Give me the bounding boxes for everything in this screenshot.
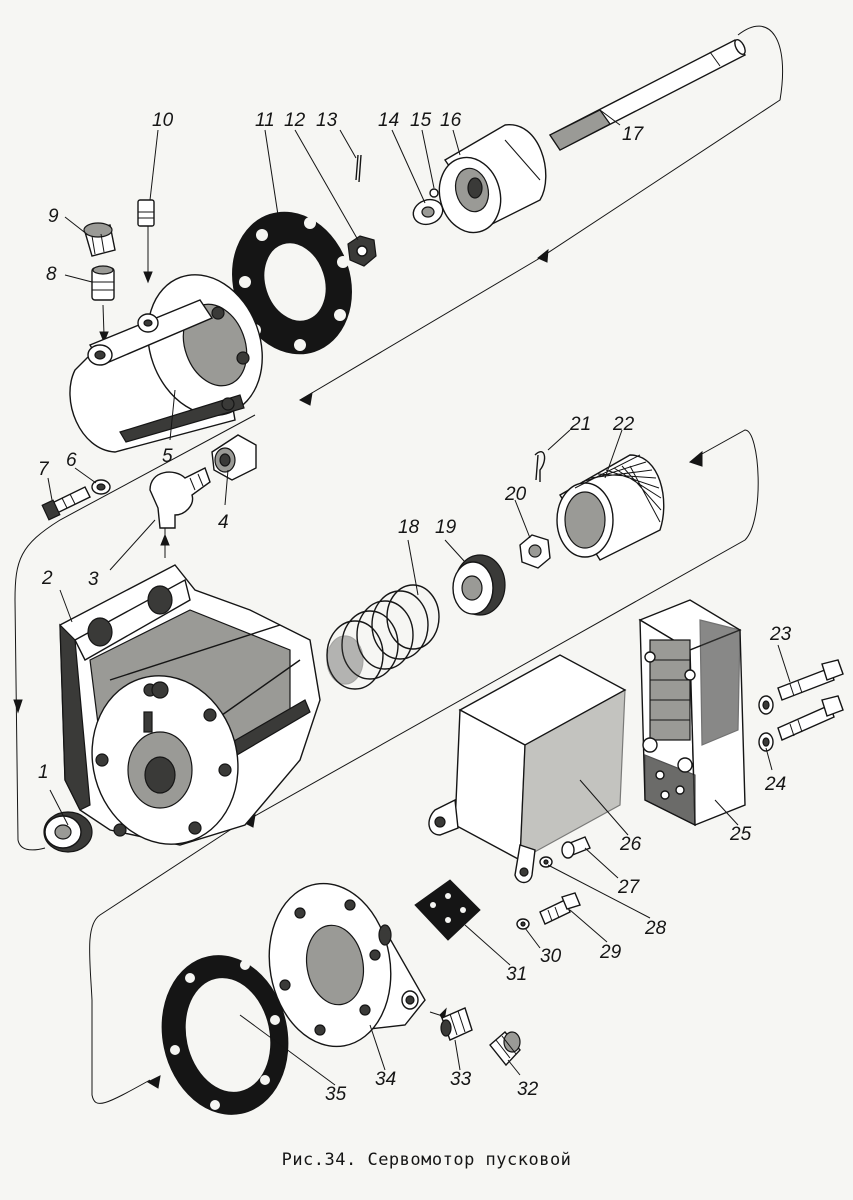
label-21: 21 xyxy=(569,414,591,435)
part-6-washer xyxy=(91,479,111,495)
label-13: 13 xyxy=(316,110,338,131)
part-2-housing xyxy=(59,564,321,846)
part-8-fitting xyxy=(91,265,115,301)
label-27: 27 xyxy=(617,877,641,898)
label-6: 6 xyxy=(66,450,77,471)
part-20-nut xyxy=(519,534,551,569)
part-16-piston xyxy=(438,124,547,234)
label-34: 34 xyxy=(375,1069,396,1090)
part-10-plug xyxy=(137,199,155,227)
part-25-electromagnet xyxy=(638,599,746,827)
label-16: 16 xyxy=(440,110,462,131)
label-28: 28 xyxy=(644,918,667,939)
part-19-spring-seat xyxy=(452,554,506,616)
label-19: 19 xyxy=(435,517,457,538)
part-35-gasket xyxy=(161,955,289,1115)
label-32: 32 xyxy=(517,1079,539,1100)
exploded-assembly-drawing: 1 2 3 4 5 6 7 8 9 10 11 12 13 14 15 16 1… xyxy=(13,25,844,1115)
part-5-cylinder xyxy=(69,274,263,453)
figure-caption: Рис.34. Сервомотор пусковой xyxy=(281,1150,572,1170)
part-24-washers xyxy=(758,695,774,752)
label-30: 30 xyxy=(540,946,562,967)
part-4-union-nut xyxy=(211,434,257,481)
label-9: 9 xyxy=(48,206,59,227)
part-7-bolt xyxy=(41,486,91,521)
part-13-cotter-pin xyxy=(355,154,362,183)
label-11: 11 xyxy=(255,110,275,131)
label-31: 31 xyxy=(506,964,527,985)
part-1-bearing xyxy=(43,811,93,853)
label-14: 14 xyxy=(378,110,399,131)
part-34-flange xyxy=(268,882,426,1048)
part-28-washer xyxy=(539,856,553,868)
label-15: 15 xyxy=(410,110,432,131)
label-1: 1 xyxy=(38,762,49,783)
part-21-pin xyxy=(534,451,546,482)
part-23-bolts xyxy=(777,659,844,741)
part-labels: 1 2 3 4 5 6 7 8 9 10 11 12 13 14 15 16 1… xyxy=(38,110,792,1105)
part-27-screw xyxy=(561,836,591,859)
label-3: 3 xyxy=(88,569,99,590)
label-20: 20 xyxy=(504,484,527,505)
leader-lines xyxy=(47,109,791,1086)
label-7: 7 xyxy=(38,459,50,480)
label-29: 29 xyxy=(599,942,622,963)
label-25: 25 xyxy=(729,824,752,845)
part-26-bracket xyxy=(428,654,627,884)
label-24: 24 xyxy=(764,774,786,795)
part-33-fitting xyxy=(440,1007,473,1041)
part-12-castle-nut xyxy=(347,235,377,267)
label-26: 26 xyxy=(619,834,642,855)
label-22: 22 xyxy=(612,414,635,435)
part-31-gasket xyxy=(414,879,481,941)
label-5: 5 xyxy=(162,446,173,467)
part-22-sleeve xyxy=(556,454,665,561)
assembly-path-lines xyxy=(13,25,784,1104)
label-33: 33 xyxy=(450,1069,472,1090)
part-11-gasket xyxy=(232,211,352,355)
label-12: 12 xyxy=(284,110,306,131)
label-35: 35 xyxy=(325,1084,347,1105)
label-17: 17 xyxy=(622,124,645,145)
part-3-elbow xyxy=(149,467,211,529)
part-17-shaft xyxy=(548,38,747,151)
label-8: 8 xyxy=(46,264,57,285)
label-4: 4 xyxy=(218,512,229,533)
label-18: 18 xyxy=(398,517,420,538)
part-9-cap xyxy=(83,222,116,257)
label-23: 23 xyxy=(769,624,792,645)
part-29-bolt xyxy=(539,892,581,925)
part-30-washer xyxy=(516,918,530,930)
part-18-spring xyxy=(326,584,440,690)
part-32-cap xyxy=(489,1031,521,1067)
part-15-pin xyxy=(429,188,439,198)
label-2: 2 xyxy=(41,568,53,589)
label-10: 10 xyxy=(152,110,174,131)
